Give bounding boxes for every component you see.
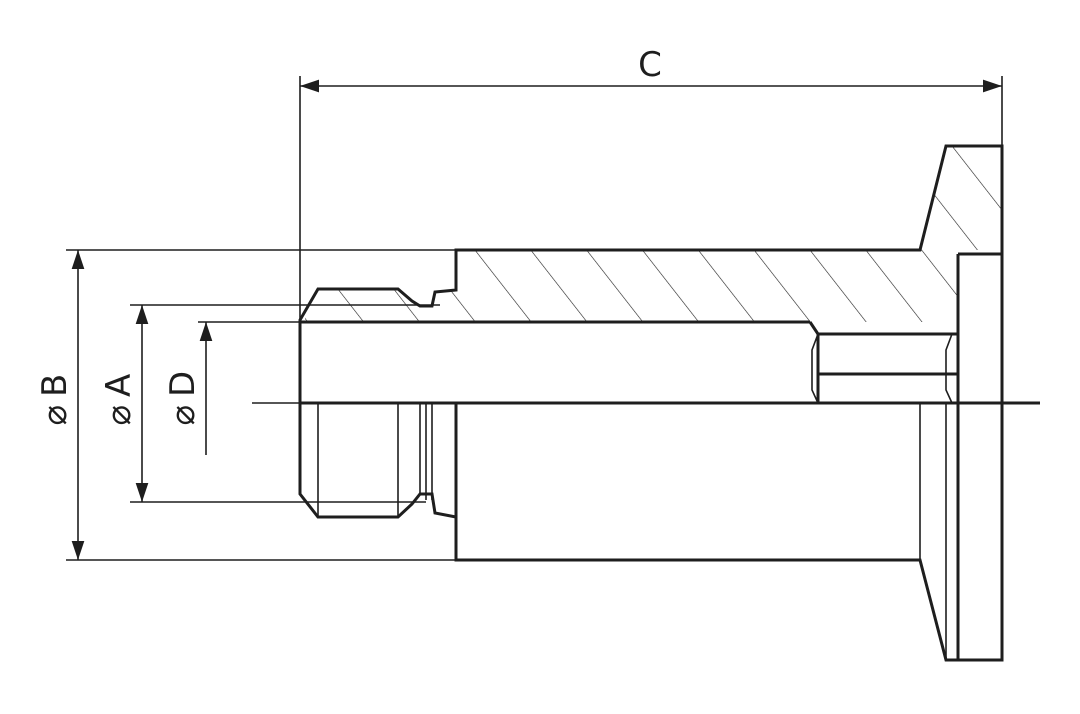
dimension-a-label: A <box>99 374 139 397</box>
dimension-d-label: D <box>163 371 203 397</box>
dimension-b: ⌀ B <box>35 249 456 561</box>
dimension-c: C <box>299 45 1003 320</box>
diameter-symbol-a: ⌀ <box>99 405 139 425</box>
diameter-symbol-b: ⌀ <box>35 405 75 425</box>
dimension-c-label: C <box>638 45 662 85</box>
dimension-d: ⌀ D <box>163 321 300 455</box>
section-hatch <box>305 146 1002 322</box>
dimension-b-label: B <box>35 374 75 397</box>
diameter-symbol-d: ⌀ <box>163 405 203 425</box>
dimension-a: ⌀ A <box>99 304 440 503</box>
